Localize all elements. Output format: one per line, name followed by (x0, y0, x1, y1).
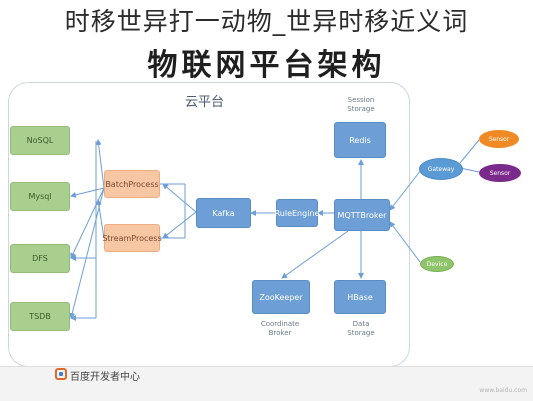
session-storage-caption: Session Storage (336, 96, 386, 114)
stream-process-label-2: Process (131, 233, 162, 243)
mysql-box: Mysql (10, 182, 70, 211)
stream-process-box: Stream Process (102, 224, 162, 252)
zookeeper-box: ZooKeeper (252, 280, 310, 314)
sensor-node-orange: Sensor (479, 130, 519, 148)
sensor-node-purple: Sensor (479, 164, 521, 182)
coordinate-caption-1: Coordinate (260, 320, 300, 328)
stream-process-label-1: Stream (102, 233, 132, 243)
gateway-node: Gateway (419, 158, 463, 180)
coordinate-caption-2: Broker (268, 329, 292, 337)
diagram-title: 物联网平台架构 (147, 48, 386, 83)
cloud-platform-label: 云平台 (185, 95, 225, 110)
footer-band (0, 366, 533, 401)
rule-engine-box: Rule Engine (274, 199, 320, 227)
data-caption-1: Data (352, 320, 370, 328)
rule-engine-label-1: Rule (274, 208, 292, 218)
data-storage-caption: Data Storage (336, 320, 386, 338)
logo-icon (55, 368, 67, 380)
device-node: Device (420, 256, 454, 272)
page-title: 时移世异打一动物_世异时移近义词 (64, 7, 469, 36)
mqtt-broker-box: MQTT Broker (334, 199, 390, 231)
tsdb-box: TSDB (10, 302, 70, 331)
batch-process-box: Batch Process (104, 170, 160, 198)
mqtt-broker-label-1: MQTT (337, 210, 361, 220)
session-caption-2: Storage (347, 105, 375, 113)
footer-brand: 百度开发者中心 (70, 372, 140, 383)
batch-process-label-1: Batch (105, 179, 129, 189)
session-caption-1: Session (347, 96, 375, 104)
coordinate-broker-caption: Coordinate Broker (250, 320, 310, 338)
mqtt-broker-label-2: Broker (360, 210, 387, 220)
kafka-box: Kafka (196, 198, 251, 228)
batch-process-label-2: Process (128, 179, 159, 189)
data-caption-2: Storage (347, 329, 375, 337)
dfs-box: DFS (10, 244, 70, 273)
hbase-box: HBase (334, 280, 386, 314)
nosql-box: NoSQL (10, 126, 70, 155)
rule-engine-label-2: Engine (292, 208, 320, 218)
watermark: www.baidu.com (479, 387, 527, 394)
redis-box: Redis (334, 122, 386, 158)
